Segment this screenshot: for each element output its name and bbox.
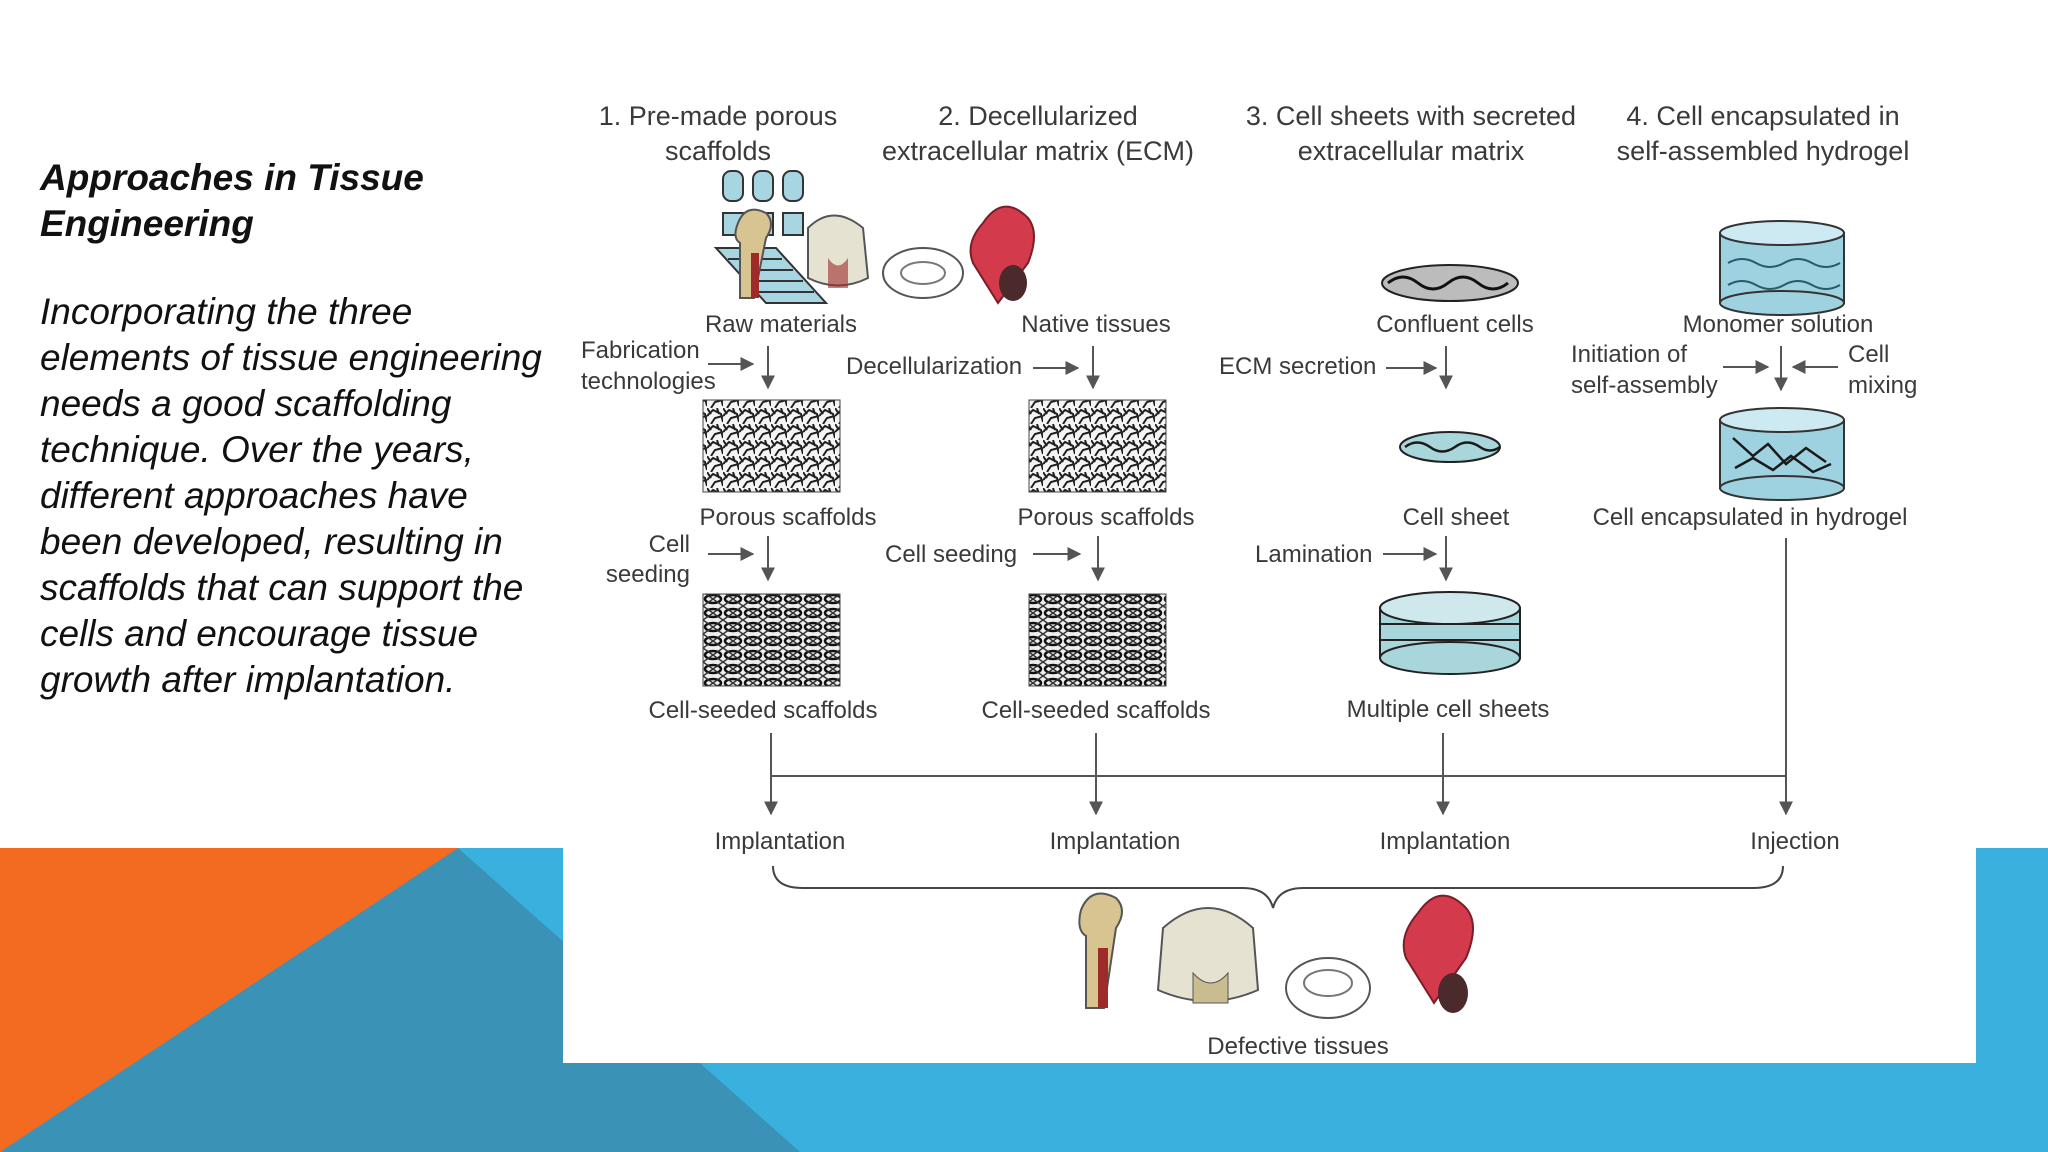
- col4-step1b-line1: Cell: [1848, 341, 1889, 368]
- col1-delivery-label: Implantation: [715, 828, 846, 855]
- col2-delivery-label: Implantation: [1050, 828, 1181, 855]
- col2-step2-label: Cell seeding: [885, 541, 1017, 568]
- heart-icon: [969, 205, 1035, 305]
- defective-heart-icon: [1402, 894, 1474, 1005]
- cell-sheet-icon: [1399, 431, 1501, 463]
- knee-icon: [807, 214, 870, 287]
- confluent-cells-icon: [1381, 264, 1519, 302]
- col4-header-line2: self-assembled hydrogel: [1617, 136, 1910, 166]
- col4-start-label: Monomer solution: [1683, 311, 1874, 338]
- slide-text: Approaches in Tissue Engineering Incorpo…: [40, 155, 560, 703]
- col4-step1a-line1: Initiation of: [1571, 341, 1687, 368]
- col3-step1-label: ECM secretion: [1219, 353, 1376, 380]
- col4-mid-label: Cell encapsulated in hydrogel: [1593, 504, 1908, 531]
- col3-step2-label: Lamination: [1255, 541, 1372, 568]
- col2-header-line2: extracellular matrix (ECM): [882, 136, 1194, 166]
- tissue-engineering-figure: 1. Pre-made porous scaffolds 2. Decellul…: [563, 88, 1976, 1063]
- col1-step2-line2: seeding: [606, 561, 690, 588]
- cell-encapsulated-hydrogel-icon: [1719, 407, 1845, 501]
- col1-end-label: Cell-seeded scaffolds: [648, 697, 877, 724]
- col1-step1-line1: Fabrication: [581, 337, 700, 364]
- col2-end-label: Cell-seeded scaffolds: [981, 697, 1210, 724]
- col1-mid-label: Porous scaffolds: [700, 504, 877, 531]
- col4-header-line1: 4. Cell encapsulated in: [1626, 101, 1899, 131]
- col2-start-label: Native tissues: [1021, 311, 1170, 338]
- col2-porous-scaffold-image: [1028, 399, 1167, 493]
- col1-header-line2: scaffolds: [665, 136, 771, 166]
- col1-header-line1: 1. Pre-made porous: [599, 101, 838, 131]
- slide-title: Approaches in Tissue Engineering: [40, 157, 424, 244]
- col4-step1b-line2: mixing: [1848, 372, 1917, 399]
- col3-header-line2: extracellular matrix: [1298, 136, 1525, 166]
- figure-svg: 1. Pre-made porous scaffolds 2. Decellul…: [581, 101, 1917, 1060]
- defective-knee-icon: [1156, 907, 1260, 1002]
- col1-start-label: Raw materials: [705, 311, 857, 338]
- col3-end-label: Multiple cell sheets: [1347, 696, 1550, 723]
- multiple-cell-sheets-icon: [1379, 591, 1521, 675]
- native-tissues-icon: [734, 205, 1035, 305]
- col2-mid-label: Porous scaffolds: [1018, 504, 1195, 531]
- meniscus-icon: [882, 247, 964, 299]
- col3-mid-label: Cell sheet: [1403, 504, 1510, 531]
- col3-start-label: Confluent cells: [1376, 311, 1533, 338]
- col1-step2-line1: Cell: [649, 531, 690, 558]
- monomer-solution-icon: [1719, 220, 1845, 316]
- col1-cell-seeded-image: [702, 593, 841, 687]
- col4-step1a-line2: self-assembly: [1571, 372, 1718, 399]
- col2-cell-seeded-image: [1028, 593, 1167, 687]
- col4-delivery-label: Injection: [1750, 828, 1839, 855]
- curly-brace: [772, 865, 1784, 909]
- defective-tissues-icons: [1078, 892, 1474, 1019]
- col2-step1-label: Decellularization: [846, 353, 1022, 380]
- col3-header-line1: 3. Cell sheets with secreted: [1246, 101, 1576, 131]
- col1-step1-line2: technologies: [581, 368, 716, 395]
- col2-header-line1: 2. Decellularized: [938, 101, 1138, 131]
- orange-triangle: [0, 848, 458, 1152]
- col3-delivery-label: Implantation: [1380, 828, 1511, 855]
- target-label: Defective tissues: [1207, 1033, 1388, 1060]
- slide-body: Incorporating the three elements of tiss…: [40, 291, 542, 700]
- defective-meniscus-icon: [1285, 957, 1371, 1019]
- col1-porous-scaffold-image: [702, 399, 841, 493]
